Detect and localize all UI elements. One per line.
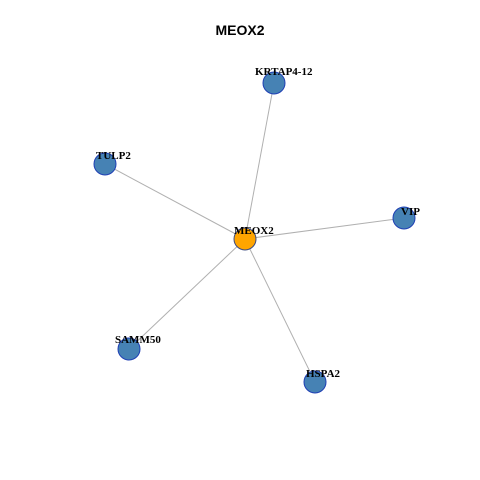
edge-meox2-tulp2 [104,163,246,240]
edge-layer [104,82,405,383]
edge-meox2-samm50 [128,238,246,350]
node-label-krtap4-12: KRTAP4-12 [255,66,313,78]
edge-meox2-hspa2 [244,238,316,383]
node-layer [93,71,416,394]
plot-title: MEOX2 [215,22,265,38]
node-meox2 [233,227,257,251]
node-label-hspa2: HSPA2 [306,368,341,380]
node-samm50 [117,337,141,361]
node-label-samm50: SAMM50 [115,334,161,346]
node-label-tulp2: TULP2 [96,150,131,162]
edge-meox2-krtap4-12 [244,82,275,240]
node-vip [392,206,416,230]
edge-meox2-vip [244,217,405,240]
node-label-meox2: MEOX2 [234,225,274,237]
node-tulp2 [93,152,117,176]
node-hspa2 [303,370,327,394]
node-label-vip: VIP [401,206,420,218]
node-krtap4-12 [262,71,286,95]
